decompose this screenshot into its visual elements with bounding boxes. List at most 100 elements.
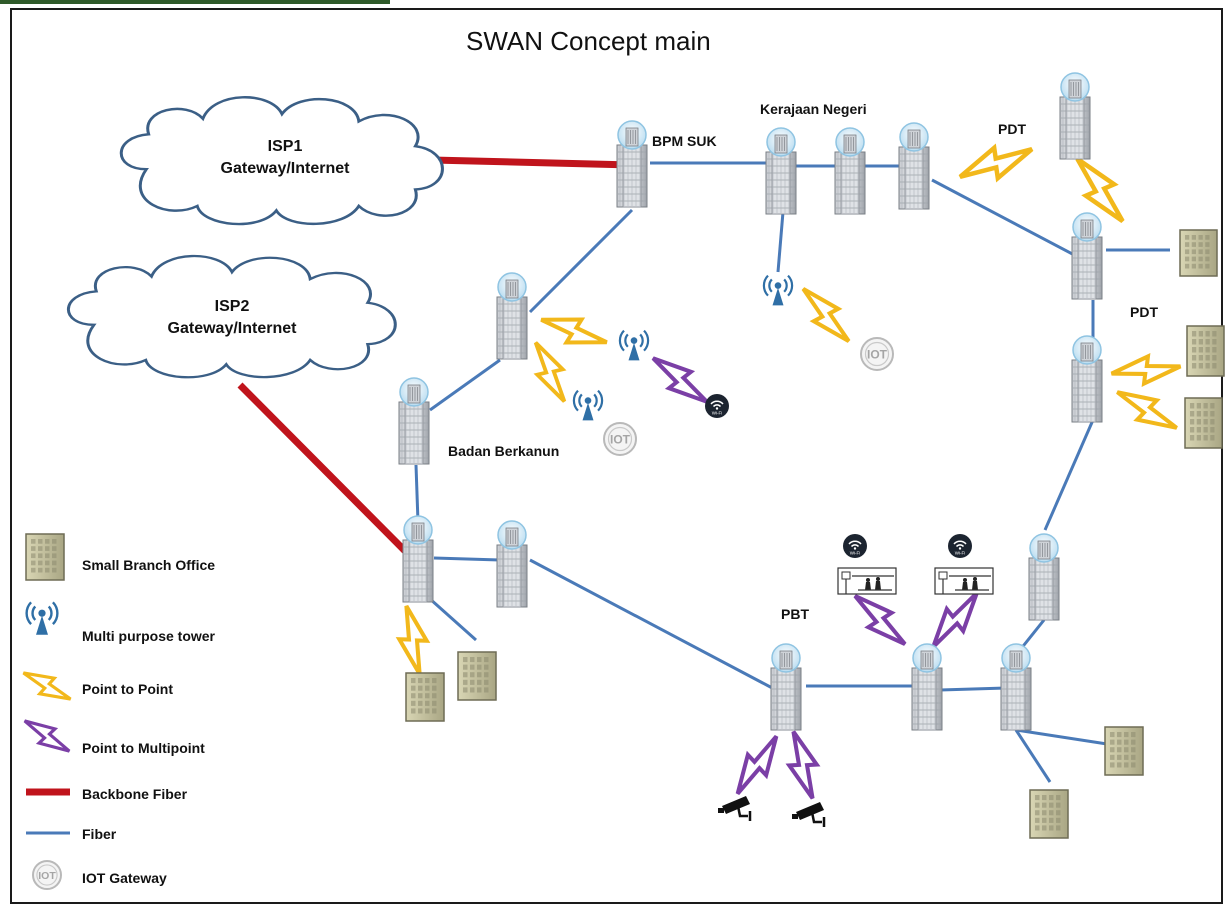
backbone-fiber-isp1 bbox=[431, 156, 633, 169]
iot-gateway: IOT bbox=[860, 337, 894, 371]
legend-iot-gateway: IOT Gateway bbox=[82, 870, 167, 886]
links-layer bbox=[237, 156, 1170, 783]
backbone-fiber-isp2 bbox=[237, 382, 417, 563]
legend-iot-gateway-icon: IOT bbox=[32, 860, 62, 890]
fiber-link bbox=[776, 211, 785, 273]
cloud-shape bbox=[66, 254, 397, 379]
building-badan-berkanun-2 bbox=[398, 377, 430, 465]
building-pdt-2 bbox=[1071, 335, 1103, 423]
label-badan-berkanun: Badan Berkanun bbox=[448, 443, 560, 459]
fiber-link bbox=[528, 208, 634, 314]
label-kerajaan-negeri: Kerajaan Negeri bbox=[760, 101, 867, 117]
fiber-link bbox=[529, 558, 777, 692]
point-to-multipoint-link bbox=[931, 591, 979, 649]
building-bpm-suk bbox=[616, 120, 648, 208]
point-to-multipoint-link bbox=[651, 356, 709, 404]
isp2-subtitle: Gateway/Internet bbox=[167, 320, 297, 337]
top-accent-bar bbox=[0, 0, 390, 4]
point-to-multipoint-link bbox=[853, 594, 907, 646]
legend-small-branch-office: Small Branch Office bbox=[82, 557, 216, 573]
multi-purpose-tower bbox=[762, 274, 794, 306]
label-bpm-suk: BPM SUK bbox=[652, 133, 717, 149]
fiber-link bbox=[1018, 619, 1046, 651]
isp2-name: ISP2 bbox=[214, 298, 250, 315]
wifi-text: Wi-Fi bbox=[850, 551, 861, 556]
small-branch-office bbox=[1184, 397, 1223, 449]
point-to-point-link bbox=[540, 317, 608, 345]
small-branch-office bbox=[405, 672, 445, 722]
small-branch-office bbox=[1029, 789, 1069, 839]
building-node-7 bbox=[1000, 643, 1032, 731]
isp1-cloud-text: ISP1 Gateway/Internet bbox=[185, 136, 385, 180]
iot-text: IOT bbox=[38, 870, 56, 882]
wireless-links-layer bbox=[22, 143, 1182, 800]
point-to-point-link bbox=[1075, 157, 1125, 223]
isp2-cloud bbox=[66, 254, 397, 379]
small-branch-office bbox=[1186, 325, 1225, 377]
wifi-hotspot-icon: Wi-Fi bbox=[705, 394, 729, 418]
building-node-6 bbox=[911, 643, 943, 731]
cloud-shape bbox=[119, 96, 444, 226]
fiber-link bbox=[1014, 729, 1052, 783]
wifi-hotspot-icon: Wi-Fi bbox=[948, 534, 972, 558]
fiber-link bbox=[414, 464, 420, 523]
legend-icons-layer: IOT bbox=[25, 601, 70, 890]
point-to-point-link bbox=[1110, 353, 1182, 387]
isp2-cloud-text: ISP2 Gateway/Internet bbox=[132, 296, 332, 340]
legend-fiber: Fiber bbox=[82, 826, 117, 842]
isp1-cloud bbox=[119, 96, 444, 226]
clouds-layer bbox=[66, 96, 444, 379]
legend-point-to-multipoint: Point to Multipoint bbox=[82, 740, 205, 756]
label-pdt-right: PDT bbox=[1130, 304, 1158, 320]
building-pdt-top bbox=[1059, 72, 1091, 160]
point-to-point-link bbox=[801, 287, 851, 343]
building-kerajaan-negeri-2 bbox=[834, 127, 866, 215]
legend-multi-purpose-tower: Multi purpose tower bbox=[82, 628, 215, 644]
point-to-point-link bbox=[395, 604, 431, 676]
iot-text: IOT bbox=[610, 432, 631, 446]
isp1-subtitle: Gateway/Internet bbox=[220, 160, 350, 177]
legend-point-to-point: Point to Point bbox=[82, 681, 173, 697]
wifi-text: Wi-Fi bbox=[955, 551, 966, 556]
fiber-link bbox=[931, 178, 1081, 260]
fiber-link bbox=[1015, 728, 1121, 748]
fiber-link bbox=[429, 358, 501, 412]
building-node-4 bbox=[496, 520, 528, 608]
building-pdt-1 bbox=[1071, 212, 1103, 300]
building-kerajaan-negeri-1 bbox=[765, 127, 797, 215]
building-badan-berkanun-1 bbox=[496, 272, 528, 360]
fiber-link bbox=[939, 686, 1007, 692]
multi-purpose-tower bbox=[572, 389, 604, 421]
legend-point-to-multipoint-icon bbox=[23, 719, 71, 753]
legend-backbone-fiber: Backbone Fiber bbox=[82, 786, 188, 802]
building-pbt bbox=[770, 643, 802, 731]
legend-multi-purpose-tower-icon bbox=[25, 601, 59, 635]
iot-text: IOT bbox=[867, 347, 888, 361]
diagram-title: SWAN Concept main bbox=[466, 26, 711, 56]
fiber-link bbox=[1043, 419, 1095, 531]
point-to-point-link bbox=[1116, 390, 1178, 430]
point-to-multipoint-link bbox=[785, 730, 821, 800]
small-branch-office bbox=[457, 651, 497, 701]
small-branch-office bbox=[1104, 726, 1144, 776]
bus-stop-icon bbox=[934, 567, 994, 595]
label-pbt: PBT bbox=[781, 606, 809, 622]
building-node-8 bbox=[1028, 533, 1060, 621]
cctv-camera-icon bbox=[718, 796, 752, 821]
legend-small-branch-office-icon bbox=[25, 533, 65, 581]
small-branch-office bbox=[1179, 229, 1218, 277]
fiber-link bbox=[433, 556, 501, 562]
wifi-hotspot-icon: Wi-Fi bbox=[843, 534, 867, 558]
label-pdt-top: PDT bbox=[998, 121, 1026, 137]
point-to-point-link bbox=[958, 143, 1034, 183]
multi-purpose-tower bbox=[618, 329, 650, 361]
legend-point-to-point-icon bbox=[22, 671, 72, 701]
wifi-text: Wi-Fi bbox=[712, 411, 723, 416]
building-backbone-node bbox=[402, 515, 434, 603]
point-to-multipoint-link bbox=[735, 734, 779, 796]
cctv-camera-icon bbox=[792, 802, 826, 827]
iot-gateway: IOT bbox=[603, 422, 637, 456]
point-to-point-link bbox=[533, 341, 567, 403]
